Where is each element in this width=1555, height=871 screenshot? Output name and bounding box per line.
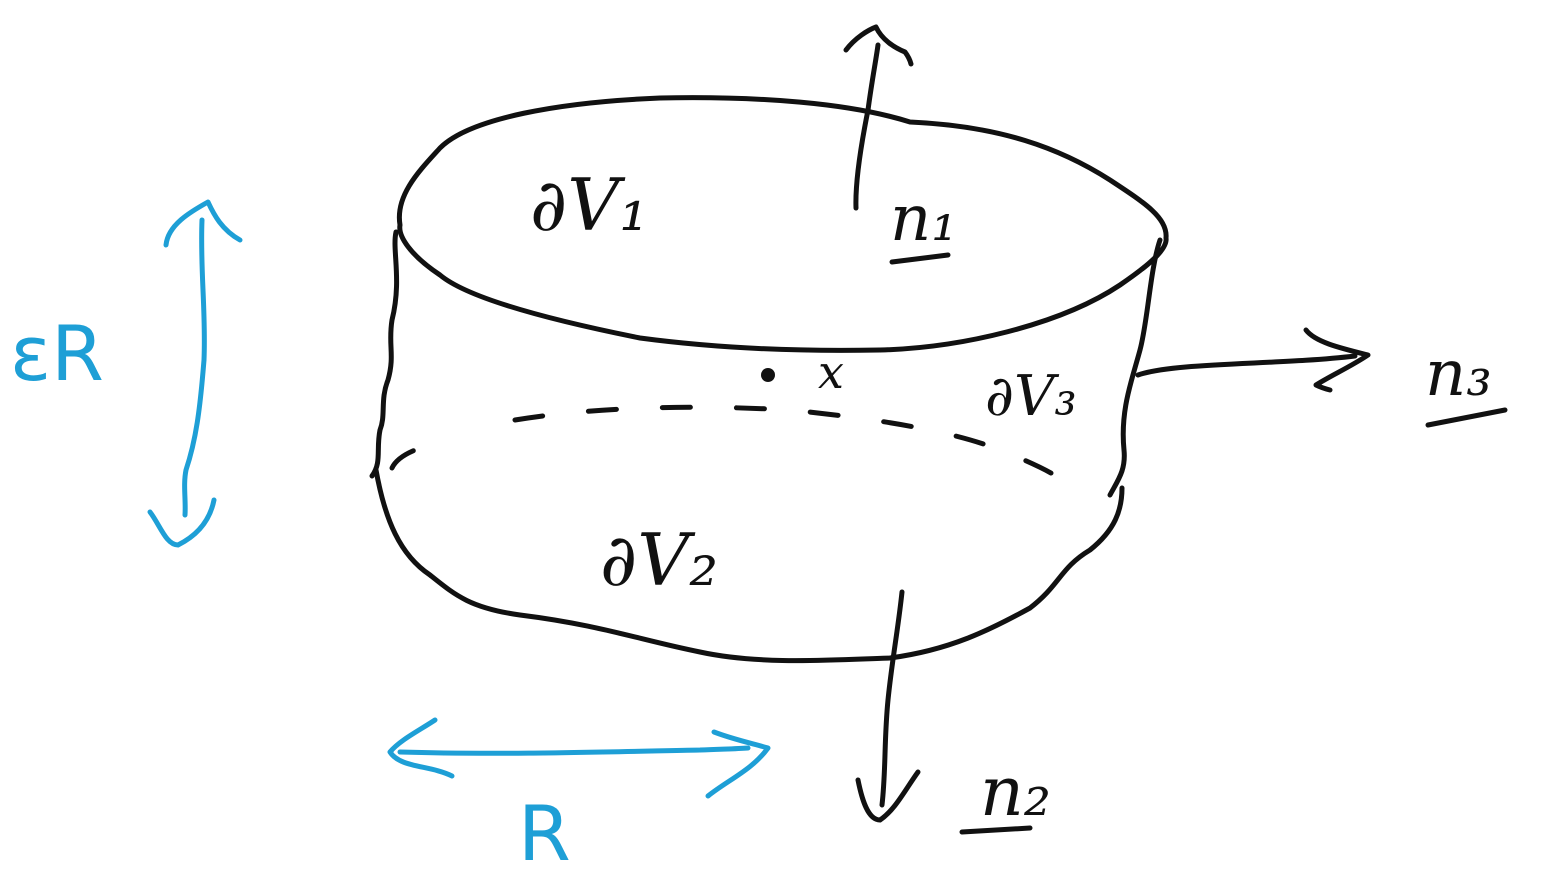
normal-bottom-arrowhead [855, 769, 921, 823]
normal-bottom-underline [959, 825, 1033, 835]
height-double-arrow [182, 217, 207, 518]
height-arrowhead-bottom [147, 497, 217, 548]
equator-dashed-line [389, 439, 448, 471]
normal-bottom-arrow [879, 589, 905, 808]
normal-side-arrow [1135, 353, 1358, 378]
height-label: εR [10, 309, 104, 398]
width-arrowhead-left [387, 717, 455, 779]
left-side-wall [369, 229, 400, 479]
right-side-wall [1107, 237, 1163, 498]
equator-dashed-line-back [512, 404, 1078, 493]
normal-side-arrowhead [1303, 327, 1371, 393]
top-surface-outline [396, 95, 1169, 353]
normal-top-arrowhead [843, 24, 914, 67]
width-double-arrow [397, 745, 751, 756]
normal-top-label: n₁ [890, 182, 957, 256]
normal-top-arrow [853, 42, 881, 211]
bottom-surface-label: ∂V₂ [600, 518, 718, 602]
normal-bottom-label: n₂ [980, 753, 1051, 832]
normal-side-label: n₃ [1425, 337, 1492, 411]
point-x-dot [761, 368, 775, 382]
width-arrowhead-right [705, 729, 771, 799]
height-arrowhead-top [163, 199, 243, 248]
point-x-label: x [818, 345, 844, 399]
side-surface-label: ∂V₃ [985, 364, 1077, 429]
bottom-surface-outline [373, 467, 1125, 664]
normal-top-underline [889, 252, 951, 265]
top-surface-label: ∂V₁ [530, 163, 648, 247]
width-label: R [518, 789, 571, 871]
normal-side-underline [1425, 407, 1508, 428]
